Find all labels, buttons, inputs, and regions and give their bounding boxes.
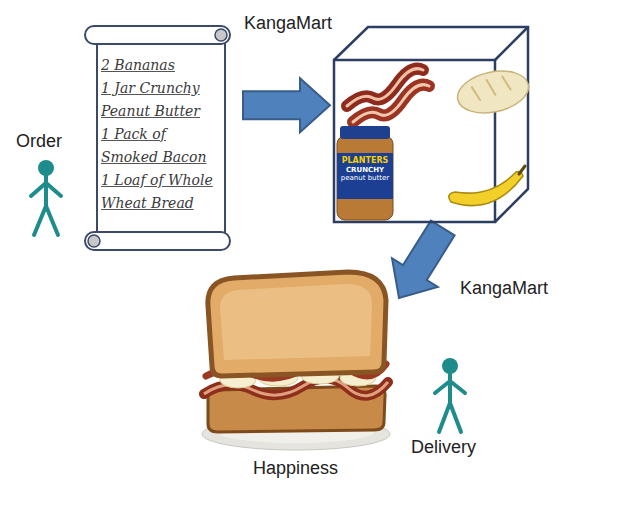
scroll-curl bbox=[88, 235, 100, 247]
scroll-paper bbox=[97, 38, 225, 240]
arrow-label: KangaMart bbox=[458, 278, 550, 299]
jar-label-text: PLANTERS bbox=[337, 156, 393, 166]
text-holder: Delivery bbox=[411, 437, 476, 458]
jar-label-text: peanut butter bbox=[337, 174, 393, 182]
person-leg bbox=[439, 403, 450, 432]
jar-lid bbox=[340, 126, 390, 139]
block-arrow bbox=[392, 221, 455, 298]
person-arms bbox=[435, 381, 465, 393]
list-item: 2 Bananas bbox=[101, 54, 218, 77]
role-label: Delivery bbox=[411, 437, 476, 458]
box-shape bbox=[333, 26, 529, 224]
scroll-roll bbox=[85, 232, 230, 250]
text-holder: KangaMart bbox=[458, 278, 550, 299]
box-outline bbox=[334, 27, 528, 222]
banana-stem bbox=[519, 166, 525, 174]
bread-crumb bbox=[220, 284, 372, 360]
text-holder: Happiness bbox=[198, 458, 393, 479]
person-head bbox=[38, 160, 54, 176]
sandwich-node: Happiness bbox=[198, 266, 393, 484]
person-head bbox=[442, 358, 458, 374]
jar-label-text: CRUNCHY bbox=[337, 166, 393, 174]
banana-body bbox=[449, 172, 523, 206]
person-figure bbox=[31, 160, 61, 235]
bacon-fat bbox=[353, 85, 429, 122]
box-edge bbox=[495, 27, 528, 60]
role-label: Order bbox=[16, 131, 62, 152]
person-arms bbox=[31, 183, 61, 196]
bacon-strip bbox=[353, 85, 429, 122]
list-item: 1 Pack of Smoked Bacon bbox=[101, 123, 218, 169]
jar-picture bbox=[337, 126, 393, 220]
person-leg bbox=[46, 206, 58, 235]
store-box: PLANTERSCRUNCHYpeanut butter bbox=[333, 26, 529, 224]
bacon-picture bbox=[347, 69, 429, 122]
jar-body bbox=[337, 136, 393, 220]
text-holder: KangaMart bbox=[242, 13, 334, 34]
jar-label bbox=[337, 153, 393, 199]
box-back bbox=[334, 27, 528, 222]
banana-picture bbox=[449, 166, 525, 206]
scroll-roll bbox=[85, 26, 230, 44]
sandwich-picture bbox=[198, 266, 393, 452]
bread-slash bbox=[471, 75, 512, 102]
list-item: 1 Jar Crunchy Peanut Butter bbox=[101, 77, 218, 123]
bread-loaf bbox=[454, 65, 533, 119]
caption-text: Happiness bbox=[198, 458, 393, 479]
arrow-label: KangaMart bbox=[242, 13, 334, 34]
shopping-list-scroll: 2 Bananas1 Jar Crunchy Peanut Butter1 Pa… bbox=[75, 18, 240, 258]
list-item: 1 Loaf of Whole Wheat Bread bbox=[101, 169, 218, 215]
text-holder: Order bbox=[16, 131, 62, 152]
person-body bbox=[448, 374, 452, 403]
person-figure bbox=[435, 358, 465, 432]
block-arrow bbox=[243, 78, 330, 132]
scroll-curl bbox=[215, 29, 227, 41]
person-leg bbox=[34, 206, 46, 235]
person-leg bbox=[450, 403, 461, 432]
bread-slice bbox=[208, 272, 386, 376]
text-holder: 2 Bananas1 Jar Crunchy Peanut Butter1 Pa… bbox=[101, 54, 218, 215]
bread-picture bbox=[454, 65, 533, 119]
text-holder: PLANTERSCRUNCHYpeanut butter bbox=[337, 156, 393, 182]
